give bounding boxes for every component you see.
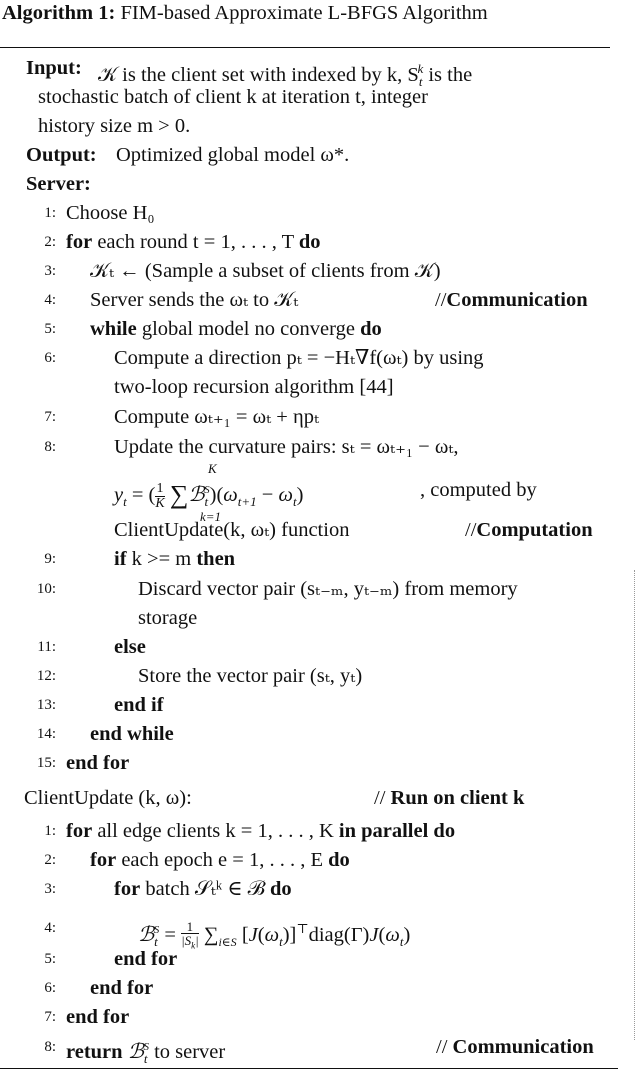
input-text-2: stochastic batch of client k at iteratio… <box>38 86 428 108</box>
sum-lower-limit: k=1 <box>200 509 222 524</box>
comment-communication-2: // Communication <box>436 1036 594 1058</box>
fim-formula: ℬtS = 1|Sk| ∑i∈S [J(ωt)]⊤diag(Γ)J(ωt) <box>138 918 411 951</box>
caption-label: Algorithm 1: <box>2 2 116 24</box>
server-label: Server: <box>26 173 91 195</box>
comment-communication-1: //Communication <box>435 289 588 311</box>
sum-upper-limit: K <box>208 461 217 476</box>
input-label: Input: <box>26 57 82 79</box>
bottom-rule <box>0 1068 618 1069</box>
output-text: Optimized global model ω*. <box>116 144 350 166</box>
page-edge-dots <box>634 570 639 1040</box>
comment-computation: //Computation <box>465 519 593 541</box>
output-label: Output: <box>26 144 97 166</box>
input-text-3: history size m > 0. <box>38 115 191 137</box>
caption-rule <box>0 47 610 48</box>
input-text-1: 𝒦 is the client set with indexed by k, S… <box>98 61 473 89</box>
caption-title: FIM-based Approximate L-BFGS Algorithm <box>120 2 488 24</box>
algorithm-caption: Algorithm 1: FIM-based Approximate L-BFG… <box>2 0 638 26</box>
comment-run-on-client: // Run on client k <box>374 787 525 809</box>
